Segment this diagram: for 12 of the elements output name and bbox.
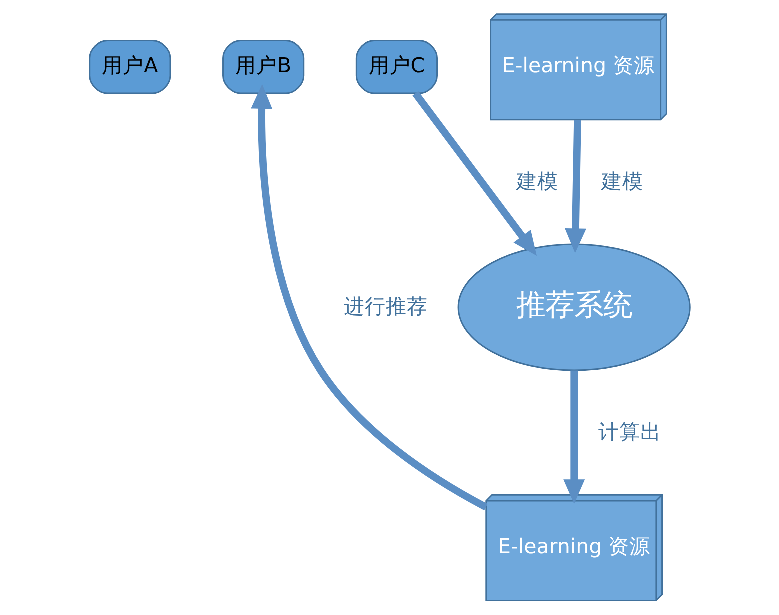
node-ellipse: 推荐系统 — [457, 244, 690, 372]
edge-label: 进行推荐 — [344, 294, 428, 319]
edge-label: 计算出 — [598, 420, 662, 444]
edge-label: 建模 — [600, 169, 643, 194]
node-box: 用户B — [222, 40, 304, 94]
arrow — [563, 370, 585, 504]
edge-label: 建模 — [516, 169, 558, 194]
arrow — [564, 120, 586, 254]
node-box: 用户C — [355, 40, 438, 94]
arrow — [412, 91, 536, 256]
node-box: 用户A — [88, 40, 171, 94]
arrow — [250, 84, 488, 511]
